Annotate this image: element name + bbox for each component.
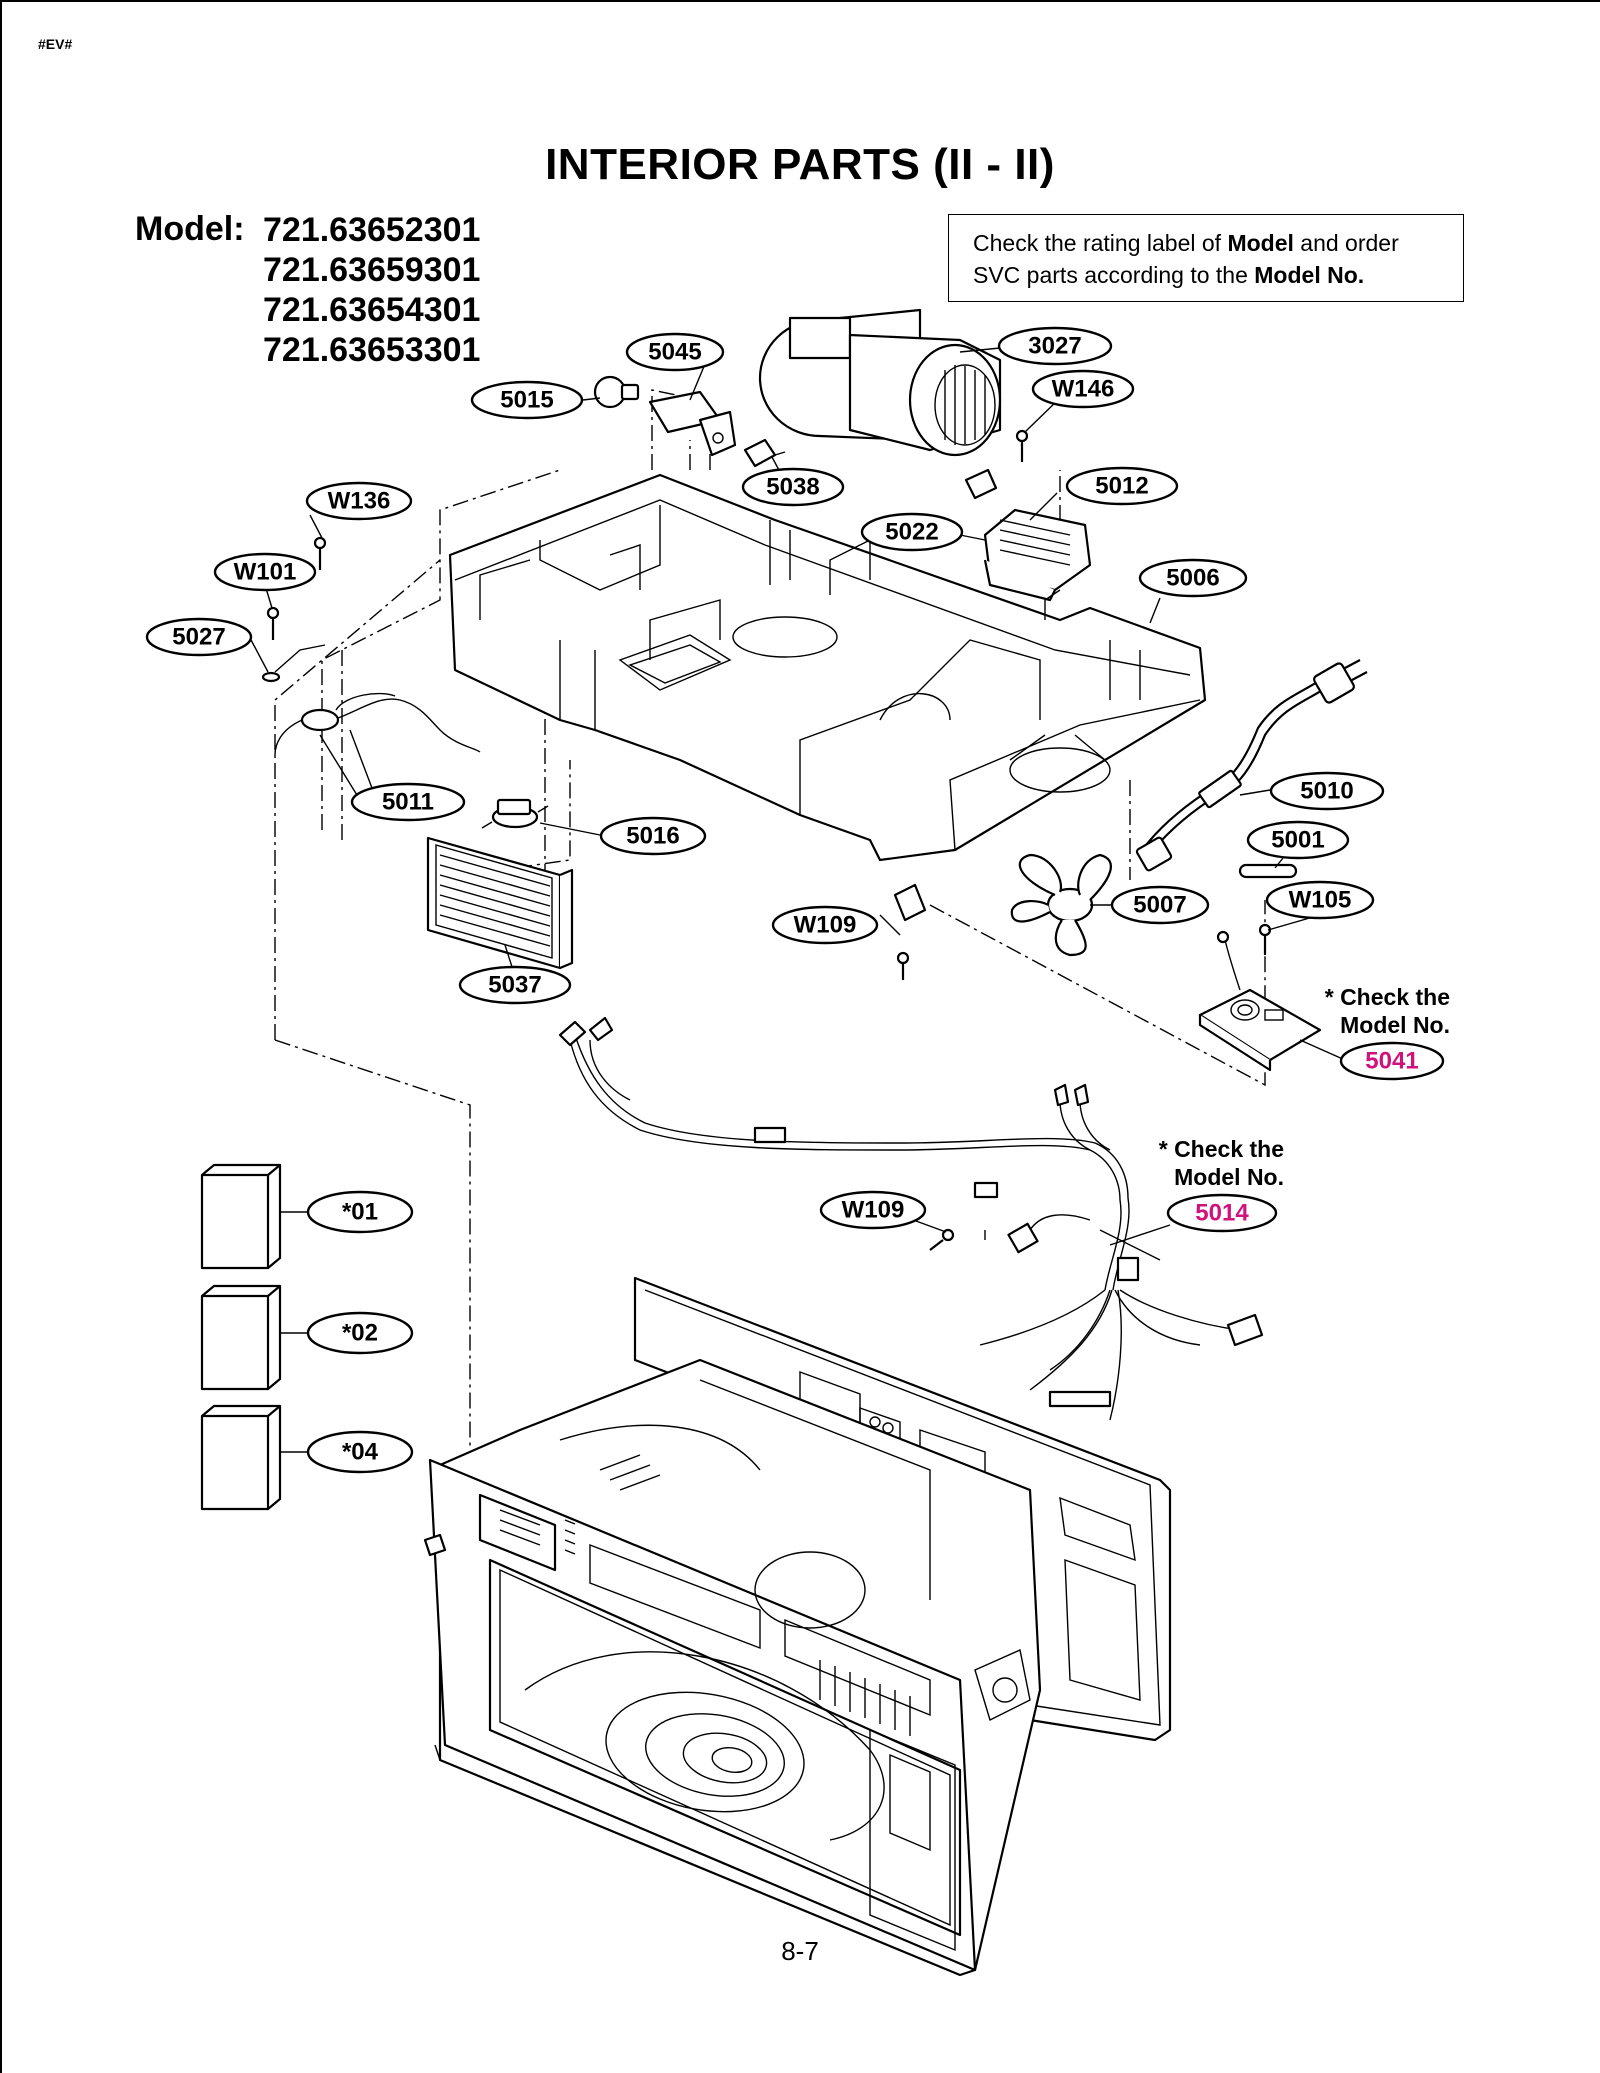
svg-text:5012: 5012 bbox=[1095, 473, 1148, 500]
callout-5045: 5045 bbox=[625, 332, 725, 372]
model-label: Model: bbox=[135, 210, 245, 248]
svg-text:5001: 5001 bbox=[1271, 827, 1324, 854]
lamp-connector-part bbox=[743, 438, 786, 468]
svg-text:5006: 5006 bbox=[1166, 565, 1219, 592]
callout-w109-lower: W109 bbox=[819, 1190, 927, 1230]
check-model-note-5014: * Check the Model No. bbox=[1112, 1135, 1284, 1191]
callout-5010: 5010 bbox=[1269, 771, 1385, 811]
svg-text:5045: 5045 bbox=[648, 339, 701, 366]
check-note-line: Model No. bbox=[1340, 1012, 1450, 1038]
callout-5001: 5001 bbox=[1246, 820, 1350, 860]
page-title: INTERIOR PARTS (II - II) bbox=[545, 140, 1055, 189]
svg-text:*02: *02 bbox=[342, 1320, 378, 1347]
thermostat-5011-part bbox=[274, 692, 481, 756]
page-border-top bbox=[0, 0, 1600, 2]
rating-label-notice: Check the rating label of Model and orde… bbox=[948, 214, 1464, 302]
callout-option-04: *04 bbox=[306, 1430, 414, 1474]
grease-filter-part bbox=[426, 836, 574, 970]
svg-text:W136: W136 bbox=[328, 488, 391, 515]
callout-w105: W105 bbox=[1265, 880, 1375, 920]
screw-w109-lower bbox=[929, 1228, 955, 1251]
svg-text:3027: 3027 bbox=[1028, 333, 1081, 360]
model-number: 721.63652301 bbox=[263, 211, 481, 249]
oven-cavity-part bbox=[423, 1276, 1172, 1977]
svg-text:W146: W146 bbox=[1052, 376, 1115, 403]
model-list: 721.63652301 721.63659301 721.63654301 7… bbox=[263, 210, 480, 370]
power-cord-part bbox=[1135, 659, 1368, 872]
svg-text:W109: W109 bbox=[842, 1197, 905, 1224]
page-number: 8-7 bbox=[781, 1936, 819, 1966]
callout-5027: 5027 bbox=[145, 617, 253, 657]
svg-text:5007: 5007 bbox=[1133, 892, 1186, 919]
leader-lines bbox=[249, 347, 1346, 1453]
svg-text:*01: *01 bbox=[342, 1199, 378, 1226]
callout-5012: 5012 bbox=[1065, 466, 1179, 506]
notice-model-word: Model bbox=[1227, 230, 1294, 256]
svg-text:5010: 5010 bbox=[1300, 778, 1353, 805]
noise-filter-board-part bbox=[1198, 930, 1322, 1072]
screw-w146 bbox=[1015, 429, 1029, 462]
notice-text-prefix: Check the rating label of bbox=[973, 230, 1228, 256]
lamp-holder-part bbox=[648, 390, 737, 457]
svg-text:W101: W101 bbox=[234, 559, 297, 586]
svg-text:5016: 5016 bbox=[626, 823, 679, 850]
check-note-line: Model No. bbox=[1174, 1164, 1284, 1190]
model-number: 721.63659301 bbox=[263, 251, 481, 289]
svg-text:*04: *04 bbox=[342, 1439, 379, 1466]
screw-w136 bbox=[313, 536, 327, 570]
callout-option-01: *01 bbox=[306, 1190, 414, 1234]
blower-motor-part bbox=[758, 308, 1002, 500]
svg-text:5041: 5041 bbox=[1365, 1048, 1418, 1075]
header-code: #EV# bbox=[38, 36, 73, 52]
callout-5016: 5016 bbox=[599, 816, 707, 856]
fuse-part bbox=[1238, 863, 1298, 879]
callout-5038: 5038 bbox=[741, 467, 845, 507]
svg-text:W105: W105 bbox=[1289, 887, 1352, 914]
option-kit-boxes bbox=[200, 1163, 282, 1511]
svg-text:5027: 5027 bbox=[172, 624, 225, 651]
callout-w109-upper: W109 bbox=[771, 905, 879, 945]
callout-5011: 5011 bbox=[350, 782, 466, 822]
model-number: 721.63653301 bbox=[263, 331, 481, 369]
air-guide-base-part bbox=[448, 473, 1207, 862]
svg-text:5015: 5015 bbox=[500, 387, 553, 414]
callout-5041: 5041 bbox=[1339, 1041, 1445, 1081]
page-border-left bbox=[0, 0, 2, 2073]
fan-motor-part bbox=[983, 508, 1092, 602]
callout-option-02: *02 bbox=[306, 1311, 414, 1355]
callout-w101: W101 bbox=[213, 552, 317, 592]
callout-5037: 5037 bbox=[458, 965, 572, 1005]
callout-w146: W146 bbox=[1031, 369, 1135, 409]
notice-text-middle: and order SVC parts according to the bbox=[973, 230, 1399, 288]
check-note-line: * Check the bbox=[1158, 1136, 1284, 1162]
screw-w105 bbox=[1258, 923, 1272, 955]
callout-5006: 5006 bbox=[1138, 558, 1248, 598]
notice-model-no: Model No. bbox=[1254, 262, 1365, 288]
thermal-cutout-part bbox=[481, 798, 549, 829]
wire-harness-part bbox=[558, 1016, 1264, 1421]
callout-5007: 5007 bbox=[1110, 885, 1210, 925]
screw-w101 bbox=[266, 606, 280, 640]
model-number: 721.63654301 bbox=[263, 291, 481, 329]
svg-text:5014: 5014 bbox=[1195, 1200, 1249, 1227]
clip-5027 bbox=[261, 644, 326, 683]
svg-text:5037: 5037 bbox=[488, 972, 541, 999]
check-note-line: * Check the bbox=[1324, 984, 1450, 1010]
svg-text:5011: 5011 bbox=[382, 789, 434, 816]
check-model-note-5041: * Check the Model No. bbox=[1280, 983, 1450, 1039]
callout-3027: 3027 bbox=[997, 326, 1113, 366]
svg-text:5038: 5038 bbox=[766, 474, 819, 501]
svg-text:5022: 5022 bbox=[885, 519, 938, 546]
svg-text:W109: W109 bbox=[794, 912, 857, 939]
callout-5022: 5022 bbox=[860, 512, 964, 552]
callout-w136: W136 bbox=[305, 481, 413, 521]
lamp-bulb-part bbox=[593, 375, 640, 409]
callout-5015: 5015 bbox=[470, 380, 584, 420]
callout-5014: 5014 bbox=[1166, 1193, 1278, 1233]
screw-w109-upper bbox=[893, 883, 927, 980]
